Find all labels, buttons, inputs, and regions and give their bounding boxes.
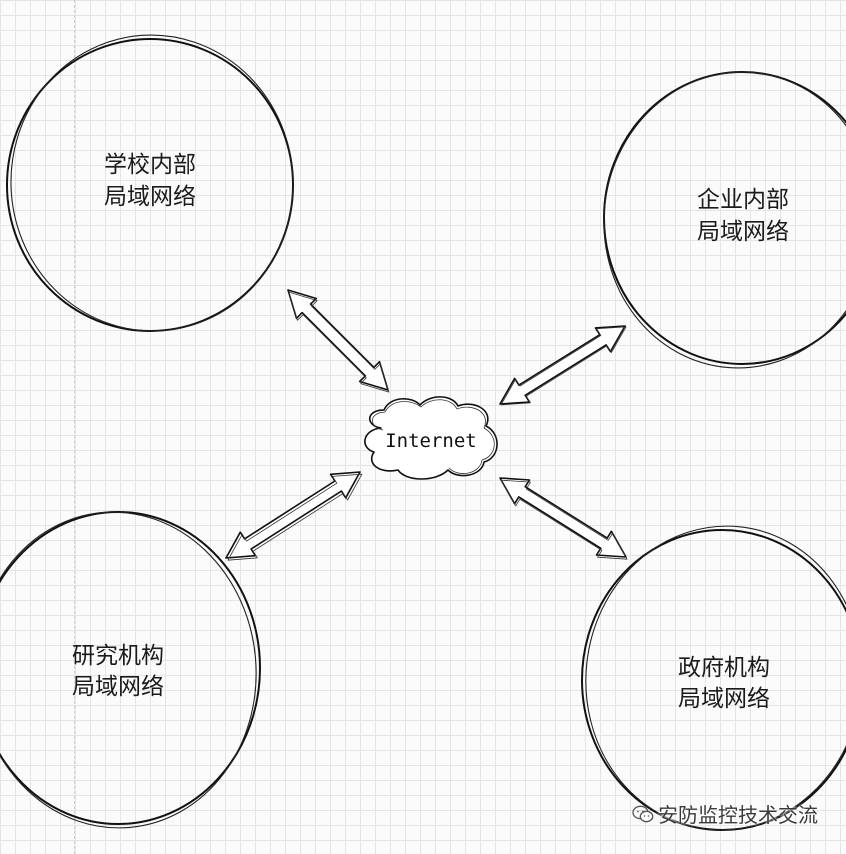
node-enterprise-circle xyxy=(603,71,846,365)
internet-cloud: Internet xyxy=(364,396,498,480)
arrow-enterprise-internet xyxy=(499,325,627,406)
watermark-text: 安防监控技术交流 xyxy=(658,803,818,827)
node-enterprise: 企业内部 局域网络 xyxy=(603,71,846,369)
double-arrow-sketch xyxy=(227,473,363,561)
node-government-label-line1: 政府机构 xyxy=(678,655,770,681)
cloud-icon-sketch xyxy=(371,399,495,474)
node-school-circle-sketch xyxy=(10,34,294,332)
double-arrow-sketch xyxy=(500,326,627,406)
node-school-label-line2: 局域网络 xyxy=(104,184,196,210)
double-arrow-icon xyxy=(287,289,389,391)
double-arrow-icon xyxy=(225,471,361,559)
arrow-layer xyxy=(225,289,628,561)
internet-label: Internet xyxy=(385,430,477,452)
node-research-label-line2: 局域网络 xyxy=(72,674,164,700)
arrow-research-internet xyxy=(225,471,363,561)
node-school: 学校内部 局域网络 xyxy=(6,34,294,332)
node-enterprise-label-line2: 局域网络 xyxy=(697,219,789,245)
node-enterprise-label-line1: 企业内部 xyxy=(697,187,789,213)
double-arrow-icon xyxy=(499,477,627,558)
guide-line xyxy=(74,0,75,854)
double-arrow-icon xyxy=(499,325,626,405)
node-government-circle-sketch xyxy=(585,525,846,831)
wechat-icon xyxy=(632,805,654,822)
node-research-label-line1: 研究机构 xyxy=(72,643,164,669)
node-enterprise-circle-sketch xyxy=(603,71,846,369)
double-arrow-sketch xyxy=(500,479,628,560)
watermark: 安防监控技术交流 xyxy=(632,799,818,828)
node-research-circle-sketch xyxy=(0,511,257,829)
node-school-label-line1: 学校内部 xyxy=(104,152,196,178)
double-arrow-sketch xyxy=(288,291,390,393)
node-research: 研究机构 局域网络 xyxy=(0,511,261,829)
arrow-government-internet xyxy=(499,477,628,560)
cloud-icon xyxy=(364,396,498,480)
arrow-school-internet xyxy=(287,289,390,393)
node-government: 政府机构 局域网络 xyxy=(581,525,846,831)
node-government-label-line2: 局域网络 xyxy=(678,686,770,712)
